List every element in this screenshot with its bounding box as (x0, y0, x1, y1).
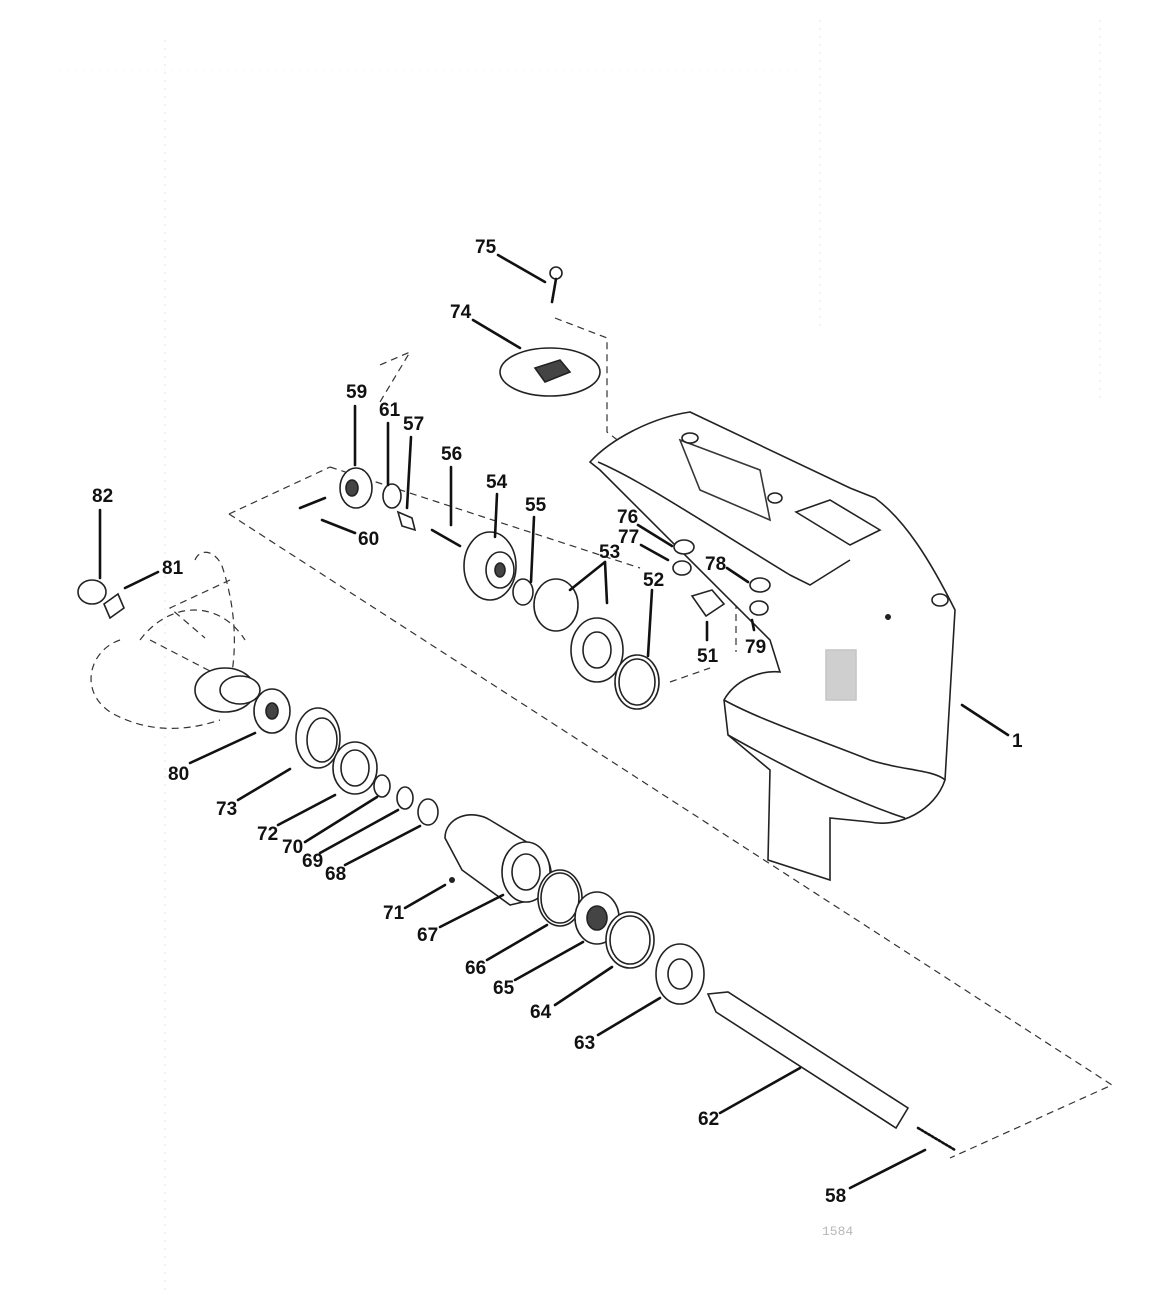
label-51: 51 (697, 646, 719, 667)
part-61-clip (382, 483, 402, 509)
part-82-nut (77, 579, 107, 605)
part-69-seal (396, 786, 414, 810)
part-67-bearing-carrier (444, 814, 552, 906)
label-63: 63 (574, 1033, 595, 1054)
part-68-bearing (417, 798, 439, 826)
leader-lines (98, 253, 1010, 1190)
footer-code: 1584 (822, 1224, 853, 1239)
part-70-seal (373, 774, 391, 798)
label-67: 67 (417, 925, 438, 946)
part-53-bearing (533, 578, 579, 632)
label-57: 57 (403, 414, 424, 435)
part-62-propeller-shaft (706, 991, 910, 1130)
part-55-bearing (512, 578, 534, 606)
part-56-shaft (430, 528, 462, 548)
part-58-spring (916, 1126, 957, 1152)
label-64: 64 (530, 1002, 552, 1023)
label-81: 81 (162, 558, 184, 579)
part-51 (690, 589, 726, 618)
part-71-pin (449, 877, 455, 883)
label-80: 80 (168, 764, 189, 785)
part-57 (396, 510, 417, 532)
part-79-nut (749, 600, 769, 616)
label-79: 79 (745, 637, 766, 658)
label-68: 68 (325, 864, 346, 885)
part-81-washer (103, 592, 125, 620)
label-58: 58 (825, 1186, 846, 1207)
label-66: 66 (465, 958, 486, 979)
propeller (90, 551, 261, 729)
part-74-anode (499, 347, 601, 397)
label-73: 73 (216, 799, 237, 820)
part-60-pin (298, 496, 327, 510)
part-77-nut (672, 560, 692, 576)
gearcase-housing (588, 411, 956, 882)
label-54: 54 (486, 472, 508, 493)
label-70: 70 (282, 837, 303, 858)
label-53: 53 (599, 542, 620, 563)
label-71: 71 (383, 903, 405, 924)
part-76-washer (673, 539, 695, 555)
callout-labels: 75 74 59 61 57 56 54 55 82 81 60 53 52 7… (92, 237, 1023, 1207)
label-56: 56 (441, 444, 462, 465)
label-62: 62 (698, 1109, 719, 1130)
label-77: 77 (618, 527, 639, 548)
parts (77, 266, 957, 1152)
label-72: 72 (257, 824, 278, 845)
label-61: 61 (379, 400, 401, 421)
label-82: 82 (92, 486, 113, 507)
label-69: 69 (302, 851, 323, 872)
part-75-screw (549, 266, 563, 304)
label-78: 78 (705, 554, 726, 575)
label-60: 60 (358, 529, 379, 550)
label-1: 1 (1012, 731, 1023, 752)
label-65: 65 (493, 978, 515, 999)
label-75: 75 (475, 237, 497, 258)
label-74: 74 (450, 302, 472, 323)
label-55: 55 (525, 495, 547, 516)
background-scan-noise (60, 20, 1101, 1290)
part-59 (339, 467, 373, 509)
label-76: 76 (617, 507, 638, 528)
part-78-washer (749, 577, 771, 593)
label-52: 52 (643, 570, 664, 591)
label-59: 59 (346, 382, 367, 403)
part-54-gear (463, 531, 517, 601)
